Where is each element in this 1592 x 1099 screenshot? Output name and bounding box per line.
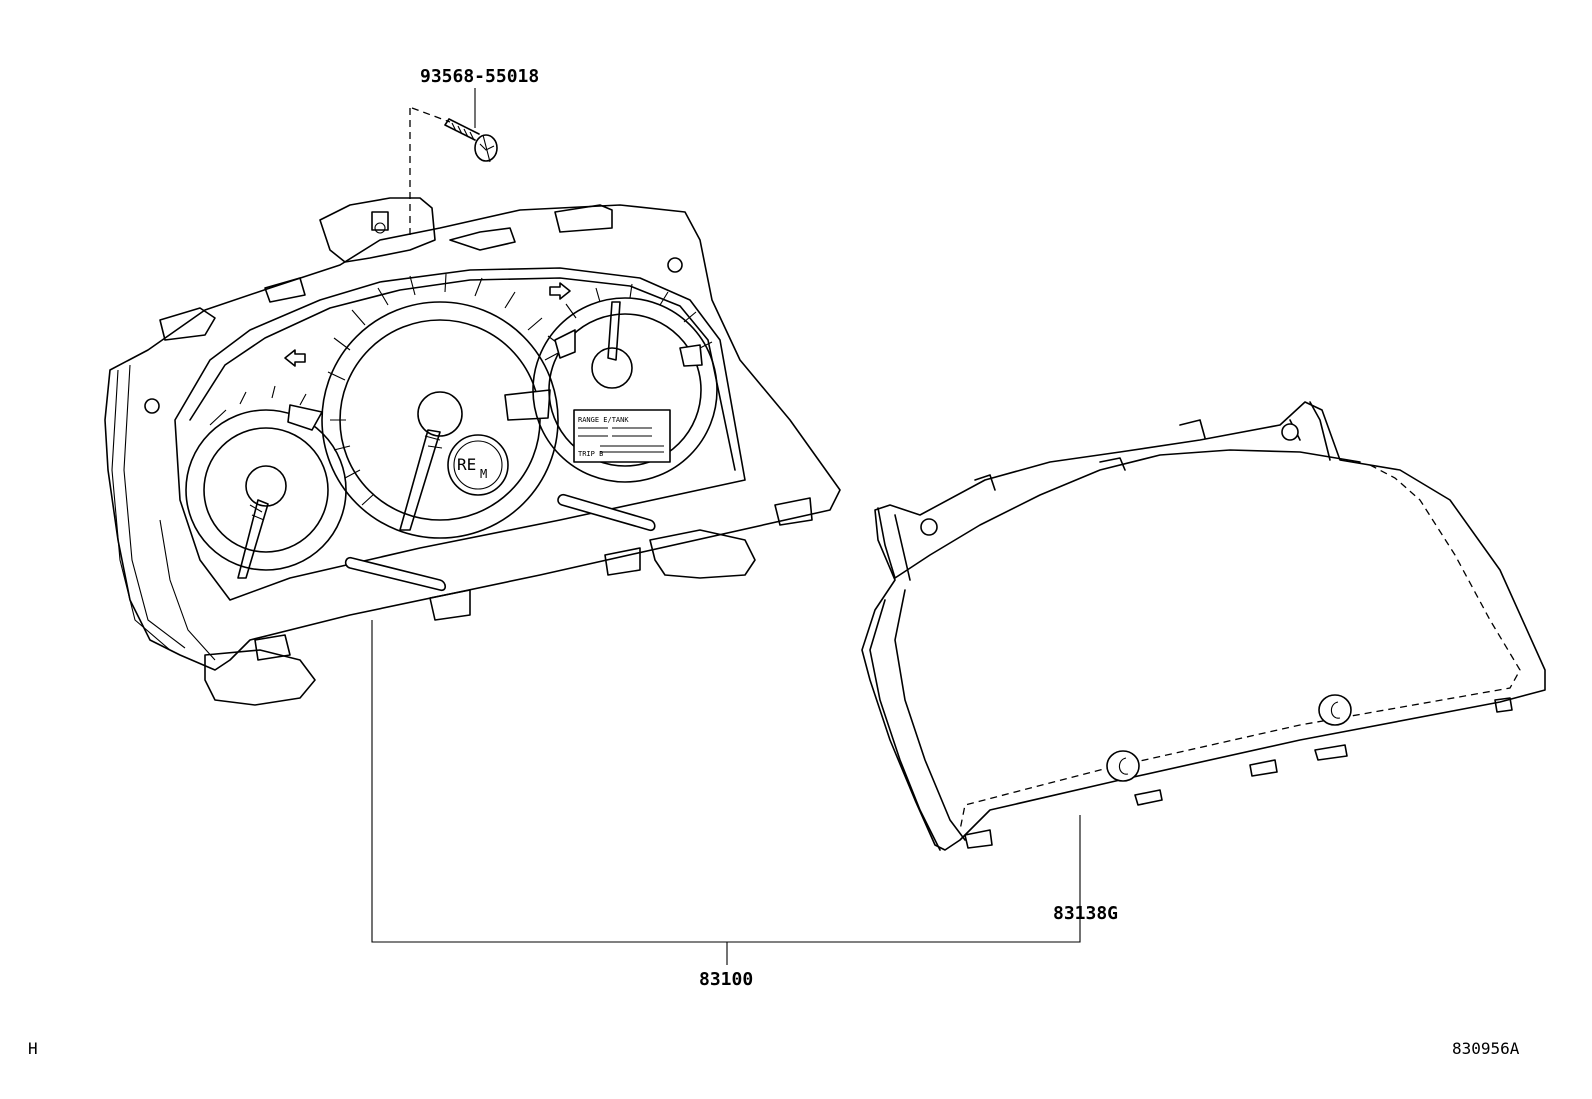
badge-bottom-text: M bbox=[480, 467, 487, 481]
meter-glass bbox=[861, 401, 1546, 851]
lcd-row2: TRIP B bbox=[578, 450, 603, 458]
combination-meter: RE M RANGE E/TANK TRIP B bbox=[104, 197, 841, 706]
corner-mark: H bbox=[28, 1039, 38, 1058]
badge-top-text: RE bbox=[457, 455, 476, 474]
part-number-glass: 83138G bbox=[1053, 903, 1118, 924]
part-number-assembly: 83100 bbox=[699, 969, 753, 990]
screw-part bbox=[409, 107, 498, 240]
diagram-number: 830956A bbox=[1452, 1039, 1520, 1058]
part-number-screw: 93568-55018 bbox=[420, 66, 539, 87]
leader-lines bbox=[371, 88, 1081, 965]
lcd-row1: RANGE E/TANK bbox=[578, 416, 629, 424]
